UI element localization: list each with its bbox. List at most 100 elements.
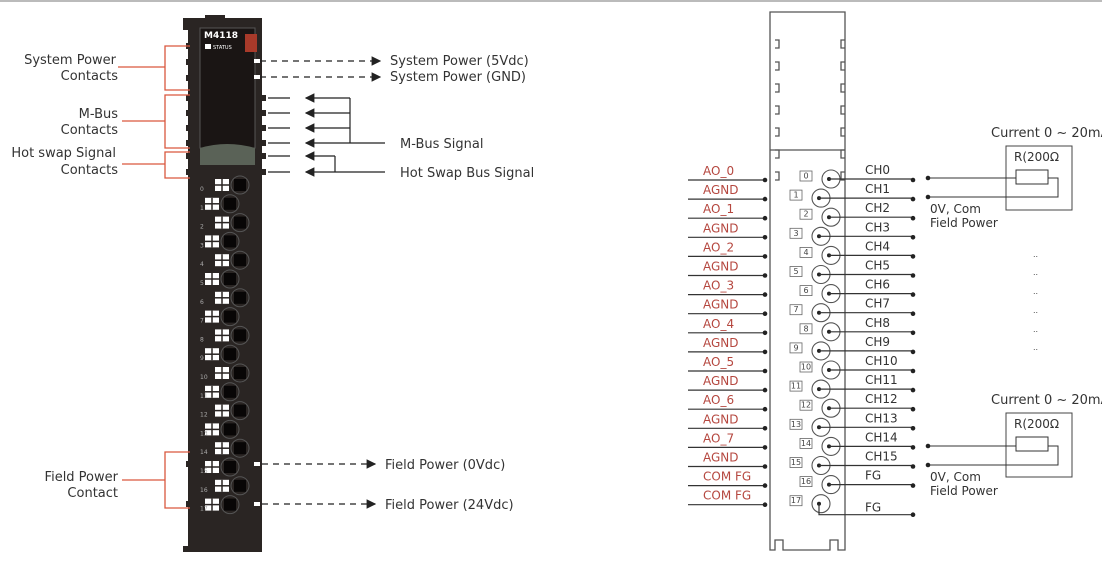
ellipsis-4: .. — [1033, 306, 1038, 315]
load-top-current: Current 0 ~ 20mA — [991, 126, 1102, 141]
terminal-number: 14 — [200, 449, 208, 456]
terminal-number: 3 — [793, 229, 798, 238]
load-bottom: Current 0 ~ 20mA R(200Ω 0V, Com Field Po… — [925, 393, 1102, 498]
load-bottom-common-2: Field Power — [930, 484, 998, 498]
module-outline — [769, 11, 846, 551]
input-label: AO_3 — [703, 279, 734, 293]
terminal-number: 2 — [803, 210, 808, 219]
terminal-row: AGND 1 CH1 — [688, 182, 916, 208]
label-hot-swap-signal: Hot Swap Bus Signal — [400, 166, 534, 181]
terminal-number: 11 — [791, 382, 801, 391]
channel-label: CH6 — [865, 278, 890, 292]
ellipsis-3: .. — [1033, 287, 1038, 296]
terminal-number: 5 — [793, 267, 798, 276]
terminal-hole — [234, 442, 246, 455]
channel-label: FG — [865, 501, 881, 515]
terminal-number: 8 — [200, 336, 204, 343]
label-hot-swap-contacts-2: Contacts — [61, 163, 119, 178]
terminal-hole — [234, 329, 246, 342]
terminal-hole — [234, 179, 246, 191]
terminal-number: 9 — [200, 355, 204, 362]
terminal-hole — [224, 385, 236, 398]
terminal-hole — [224, 348, 236, 361]
terminal-number: 3 — [200, 242, 204, 249]
terminal-number: 12 — [200, 412, 208, 419]
channel-label: CH7 — [865, 297, 890, 311]
label-field-power-24v: Field Power (24Vdc) — [385, 498, 514, 513]
channel-label: CH4 — [865, 239, 890, 253]
status-led — [245, 34, 257, 52]
terminal-number: 8 — [803, 324, 808, 333]
input-label: AO_2 — [703, 240, 734, 254]
channel-label: CH8 — [865, 316, 890, 330]
output-wire — [818, 503, 913, 516]
terminal-number: 2 — [200, 224, 204, 231]
channel-label: CH12 — [865, 392, 898, 406]
terminal-number: 16 — [801, 477, 811, 486]
terminal-number: 6 — [803, 286, 808, 295]
input-label: AGND — [703, 221, 739, 235]
channel-label: CH14 — [865, 430, 898, 444]
label-field-power-contact-2: Contact — [67, 486, 118, 501]
terminal-hole — [224, 235, 236, 248]
input-label: AGND — [703, 412, 739, 426]
status-label: STATUS — [213, 45, 232, 51]
terminal-number: 10 — [801, 363, 811, 372]
terminal-number: 4 — [803, 248, 808, 257]
label-mbus-contacts-2: Contacts — [61, 123, 119, 138]
input-label: AGND — [703, 451, 739, 465]
ellipsis-5: .. — [1033, 325, 1038, 334]
terminal-hole — [224, 273, 236, 285]
terminal-number: 12 — [801, 401, 811, 410]
terminal-hole — [234, 404, 246, 417]
channel-label: FG — [865, 469, 881, 483]
terminal-number: 16 — [200, 487, 208, 494]
terminal-hole — [224, 461, 236, 473]
input-label: AO_4 — [703, 317, 734, 331]
input-label: AO_5 — [703, 355, 734, 369]
label-mbus-contacts-1: M-Bus — [79, 107, 119, 122]
label-mbus-signal: M-Bus Signal — [400, 137, 483, 152]
channel-label: CH3 — [865, 220, 890, 234]
input-label: AGND — [703, 183, 739, 197]
ellipsis-1: .. — [1033, 250, 1038, 259]
load-top-common-2: Field Power — [930, 216, 998, 230]
terminal-hole — [234, 479, 246, 492]
terminal-number: 9 — [793, 343, 798, 352]
channel-label: CH15 — [865, 450, 898, 464]
channel-label: CH1 — [865, 182, 890, 196]
terminal-number: 7 — [793, 305, 798, 314]
terminal-number: 15 — [791, 458, 801, 467]
terminal-row: COM FG 16 FG — [688, 469, 916, 495]
terminal-number: 5 — [200, 280, 204, 287]
label-system-power-contacts-2: Contacts — [61, 69, 119, 84]
terminal-number: 13 — [200, 430, 208, 437]
input-label: COM FG — [703, 470, 751, 484]
terminal-hole — [224, 498, 236, 511]
input-label: AGND — [703, 336, 739, 350]
terminal-hole — [224, 423, 236, 436]
input-label: AGND — [703, 298, 739, 312]
load-bottom-common-1: 0V, Com — [930, 470, 981, 484]
terminal-hole — [234, 367, 246, 379]
terminal-number: 1 — [793, 191, 798, 200]
terminal-number: 4 — [200, 261, 204, 268]
input-label: AO_7 — [703, 431, 734, 445]
terminal-row: AO_3 6 CH6 — [688, 278, 916, 304]
terminal-number: 17 — [791, 496, 801, 505]
input-label: AGND — [703, 260, 739, 274]
channel-label: CH0 — [865, 163, 890, 177]
terminal-number: 1 — [200, 205, 204, 212]
module-name: M4118 — [204, 31, 238, 41]
terminal-row: AGND 7 CH7 — [688, 297, 916, 323]
ellipsis-2: .. — [1033, 268, 1038, 277]
label-system-power-gnd: System Power (GND) — [390, 70, 526, 85]
